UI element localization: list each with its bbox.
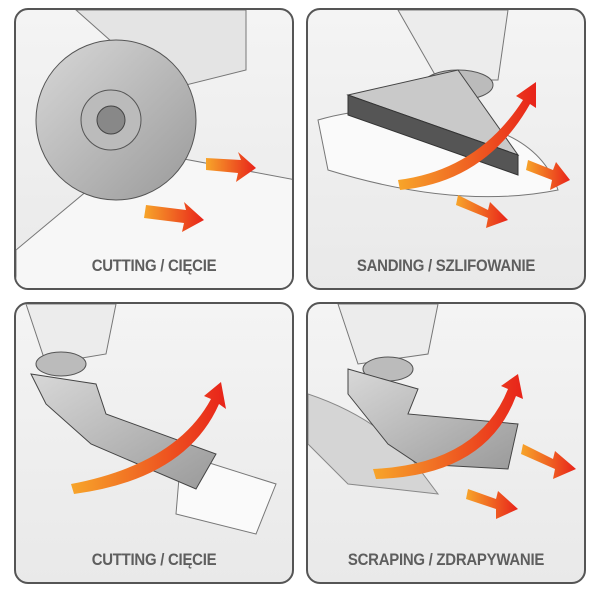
panel-sanding: SANDING / SZLIFOWANIE — [306, 8, 586, 290]
panel-scraping: SCRAPING / ZDRAPYWANIE — [306, 302, 586, 584]
curved-arrow-icon — [373, 374, 523, 479]
curved-arrow-icon — [398, 82, 536, 190]
panel-label: CUTTING / CIĘCIE — [91, 550, 217, 569]
panel-cutting-circular: CUTTING / CIĘCIE — [14, 8, 294, 290]
plunge-cut-illustration — [25, 304, 277, 535]
arrow-right-icon — [466, 489, 518, 519]
arrow-right-icon — [456, 195, 508, 228]
arrow-right-icon — [526, 160, 570, 190]
circular-saw-illustration — [16, 10, 292, 288]
arrow-right-icon — [144, 202, 204, 232]
arrow-right-icon — [521, 444, 576, 479]
sanding-illustration — [317, 10, 570, 228]
curved-arrow-icon — [71, 382, 226, 494]
panel-label: SCRAPING / ZDRAPYWANIE — [347, 550, 545, 569]
scraping-illustration — [308, 304, 576, 519]
panel-label: SANDING / SZLIFOWANIE — [356, 256, 536, 275]
arrow-right-icon — [206, 152, 256, 182]
panel-cutting-plunge: CUTTING / CIĘCIE — [14, 302, 294, 584]
panel-label: CUTTING / CIĘCIE — [91, 256, 217, 275]
